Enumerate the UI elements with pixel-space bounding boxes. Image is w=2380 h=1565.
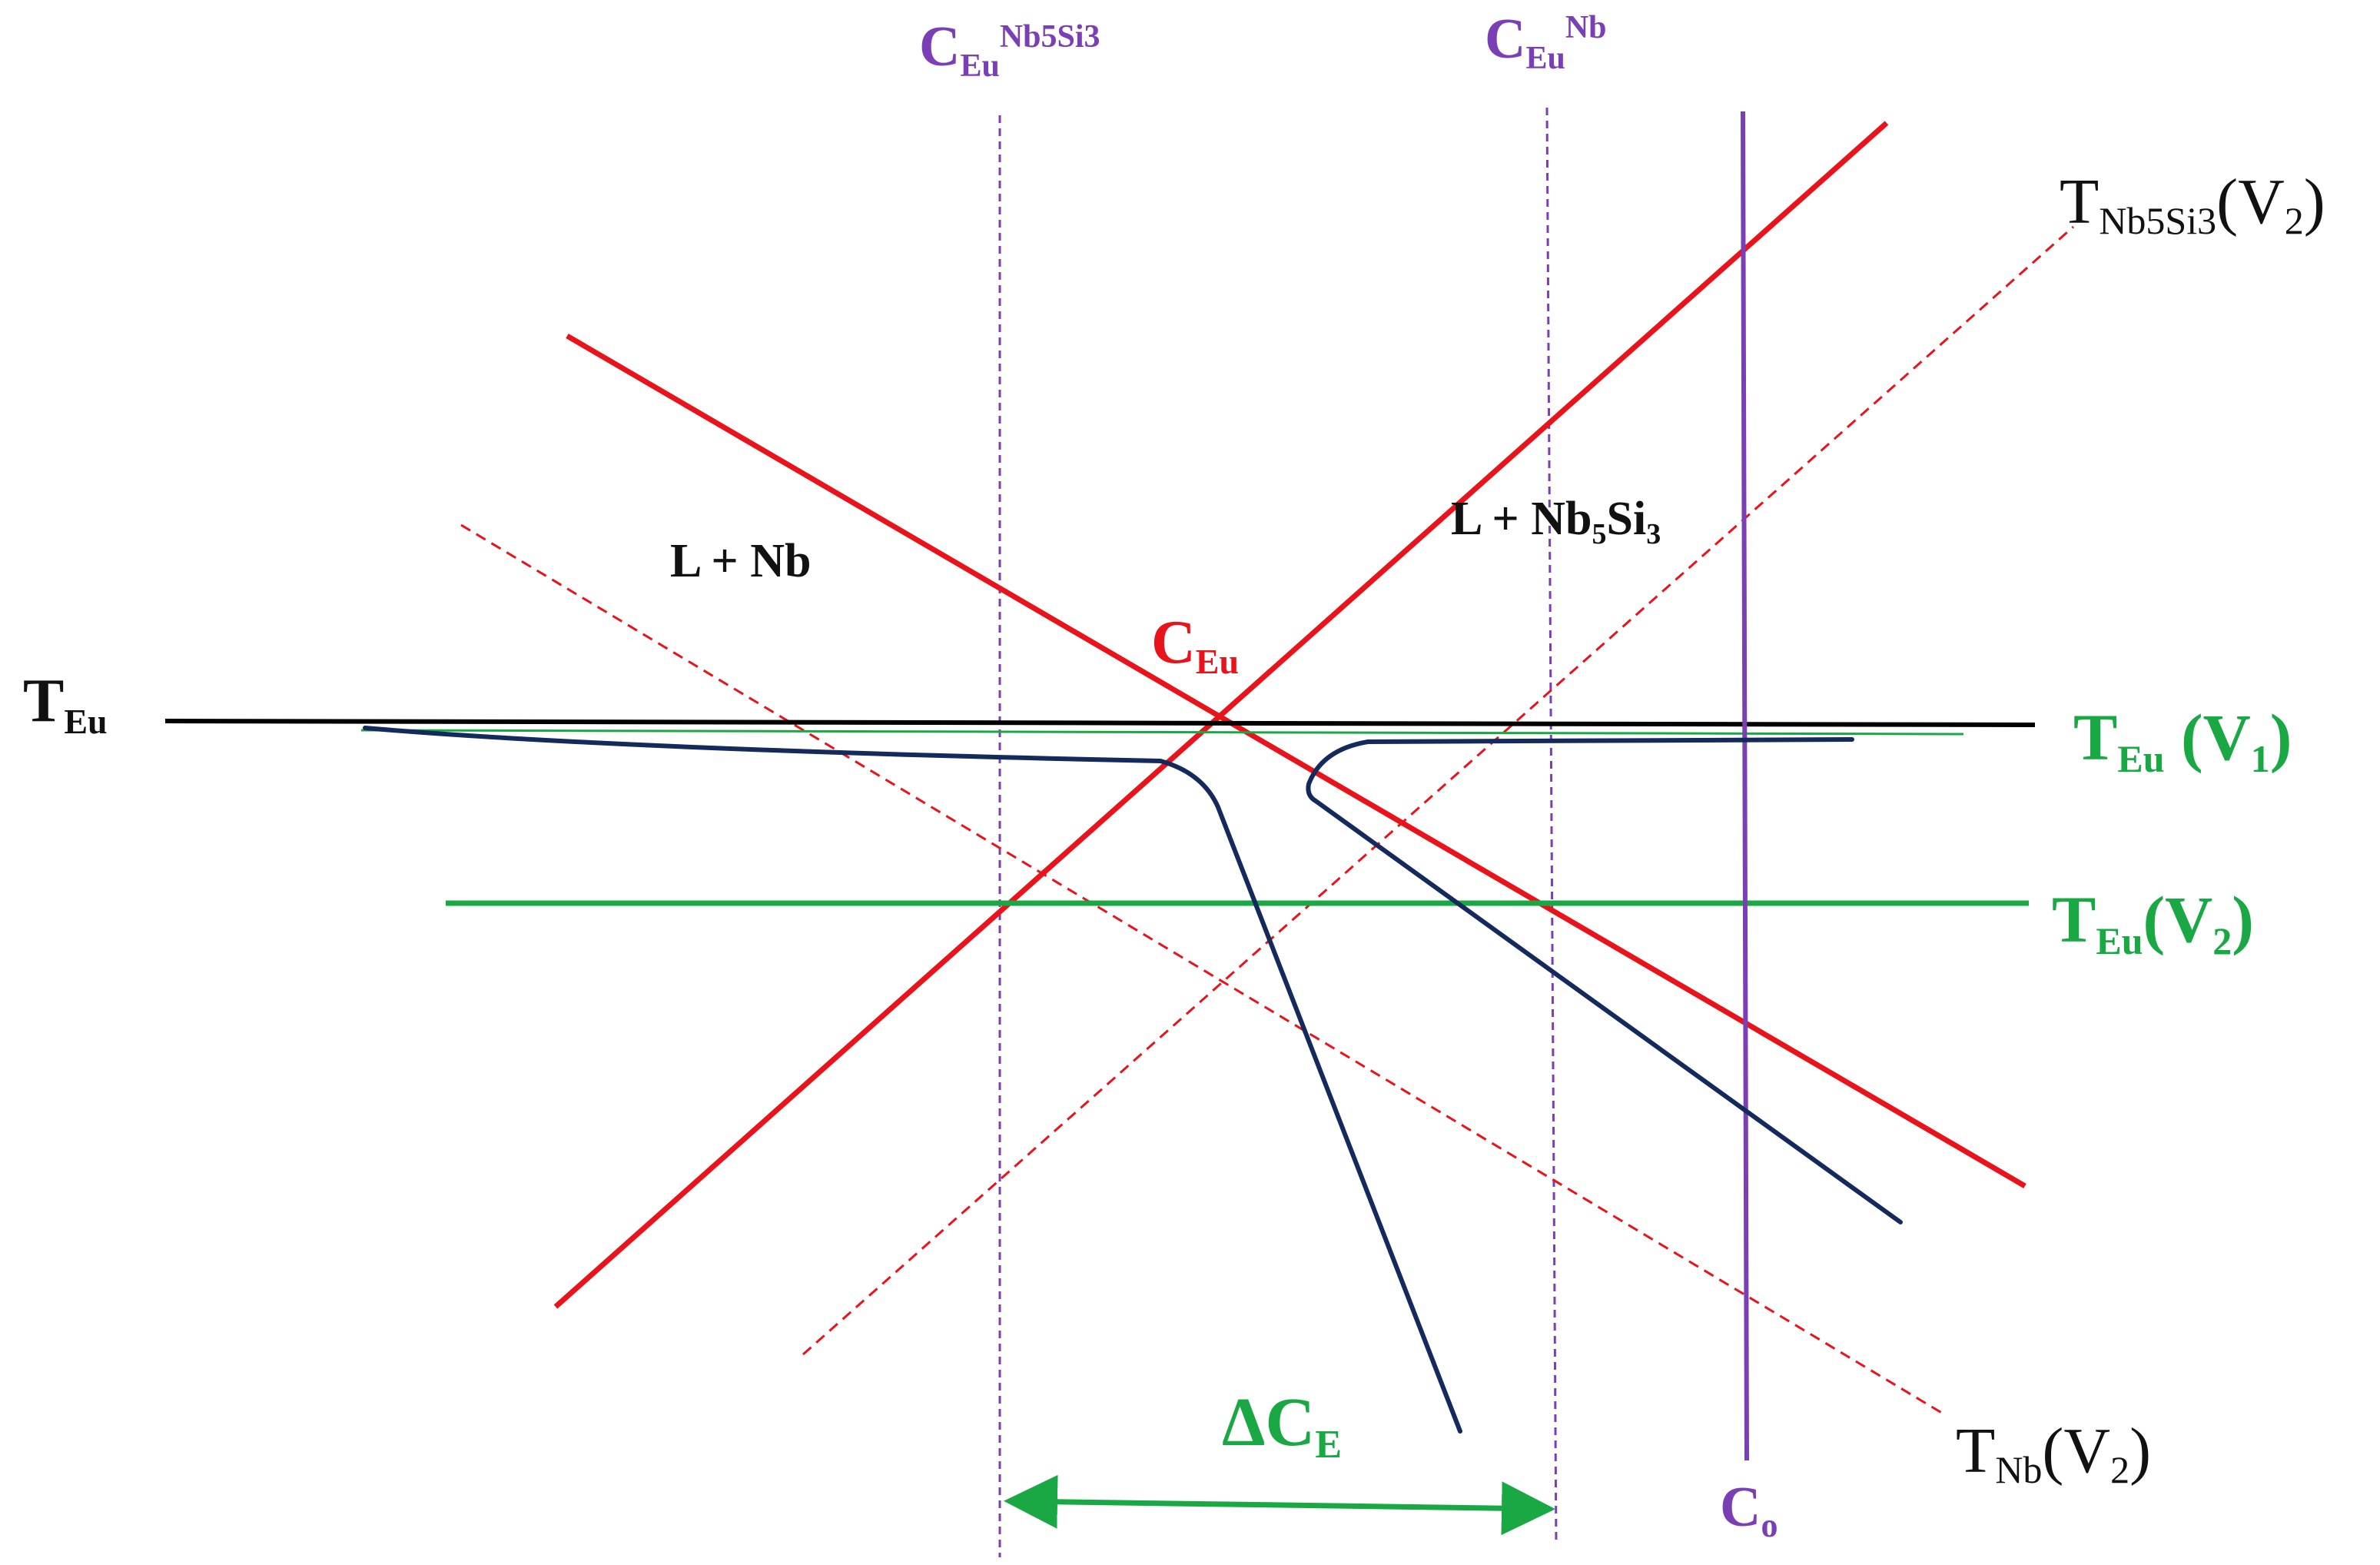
c-o-line bbox=[1741, 111, 1749, 1461]
t-nb5si3-v2-label-tail-sub: 2 bbox=[2285, 199, 2304, 242]
c-eu-label-sub: Eu bbox=[1196, 642, 1239, 681]
t-eu-v2-label-tail-sub: 2 bbox=[2212, 919, 2232, 962]
t-eu-v1-label-tail: (V bbox=[2165, 700, 2251, 774]
c-eu-nb5si3-label: CEuNb5Si3 bbox=[919, 15, 1100, 84]
c-eu-nb-label: CEuNb bbox=[1485, 8, 1607, 76]
c-eu-nb-label-sup: Nb bbox=[1565, 10, 1607, 45]
t-nb5si3-v2-label: TNb5Si3(V2) bbox=[2060, 166, 2325, 242]
l-plus-nb5si3-label: L + Nb5Si3 bbox=[1451, 493, 1661, 550]
c-eu-nb-label-base: C bbox=[1485, 8, 1525, 71]
t-eu-v2-label-base: T bbox=[2052, 882, 2096, 956]
c-eu-nb5si3-label-base: C bbox=[919, 15, 960, 78]
t-eu-v1-label-base: T bbox=[2073, 700, 2117, 774]
delta-ce-label-base: ΔC bbox=[1222, 1384, 1315, 1460]
t-eu-v2-label-tail: (V bbox=[2143, 882, 2213, 956]
t-eu-label-base: T bbox=[23, 667, 64, 735]
t-eu-label: TEu bbox=[23, 667, 108, 741]
t-eu-v1-label-tail-end: ) bbox=[2270, 700, 2292, 774]
delta-ce-label-sub: E bbox=[1315, 1423, 1342, 1467]
l-plus-nb5si3-label-sub1: 5 bbox=[1592, 518, 1607, 550]
t-eu-v2-label-sub: Eu bbox=[2096, 919, 2143, 962]
c-o-label: Co bbox=[1720, 1476, 1778, 1544]
t-nb5si3-v2-label-tail-end: ) bbox=[2304, 166, 2325, 238]
c-eu-nb5si3-label-sup: Nb5Si3 bbox=[1000, 19, 1100, 55]
coupled-zone-left-boundary bbox=[363, 726, 1462, 1434]
c-eu-label: CEu bbox=[1151, 609, 1239, 681]
t-eu-v2-label-tail-end: ) bbox=[2232, 882, 2254, 956]
t-eu-line bbox=[164, 719, 2036, 727]
t-eu-v1-label-sub: Eu bbox=[2117, 737, 2164, 780]
t-nb-v2-line bbox=[460, 523, 1945, 1416]
t-eu-v1-line bbox=[360, 729, 1964, 736]
t-nb5si3-v2-label-sub: Nb5Si3 bbox=[2099, 199, 2216, 242]
c-eu-label-base: C bbox=[1151, 609, 1196, 676]
t-eu-v2-label: TEu(V2) bbox=[2052, 882, 2254, 962]
t-nb5si3-v2-line bbox=[802, 225, 2074, 1356]
t-nb-v2-label: TNb(V2) bbox=[1956, 1415, 2151, 1491]
t-eu-label-sub: Eu bbox=[64, 702, 107, 741]
t-nb-v2-label-tail-sub: 2 bbox=[2110, 1448, 2129, 1491]
nb-liquidus-line bbox=[566, 333, 2026, 1189]
delta-ce-label: ΔCE bbox=[1222, 1384, 1342, 1467]
t-nb-v2-label-sub: Nb bbox=[1995, 1448, 2042, 1491]
c-eu-nb5si3-label-sub: Eu bbox=[960, 48, 999, 84]
l-plus-nb5si3-label-main: L + Nb bbox=[1451, 493, 1592, 545]
t-eu-v1-label-tail-sub: 1 bbox=[2251, 737, 2270, 780]
t-eu-v1-label: TEu (V1) bbox=[2073, 700, 2292, 780]
l-plus-nb-label: L + Nb bbox=[670, 535, 812, 587]
t-nb-v2-label-base: T bbox=[1956, 1415, 1995, 1487]
c-eu-nb-marker-line bbox=[1545, 107, 1558, 1546]
l-plus-nb5si3-label-sub2: 3 bbox=[1646, 518, 1661, 550]
l-plus-nb5si3-label-mid: Si bbox=[1607, 493, 1647, 545]
t-nb-v2-label-tail-end: ) bbox=[2129, 1415, 2151, 1487]
delta-ce-arrow bbox=[1004, 1474, 1555, 1536]
t-nb5si3-v2-label-base: T bbox=[2060, 166, 2099, 238]
coupled-zone-right-boundary bbox=[1306, 737, 1903, 1224]
c-o-label-sub: o bbox=[1761, 1507, 1778, 1544]
t-nb-v2-label-tail: (V bbox=[2042, 1415, 2110, 1487]
c-o-label-base: C bbox=[1720, 1476, 1761, 1539]
t-nb5si3-v2-label-tail: (V bbox=[2216, 166, 2285, 238]
c-eu-nb-label-sub: Eu bbox=[1525, 41, 1565, 76]
